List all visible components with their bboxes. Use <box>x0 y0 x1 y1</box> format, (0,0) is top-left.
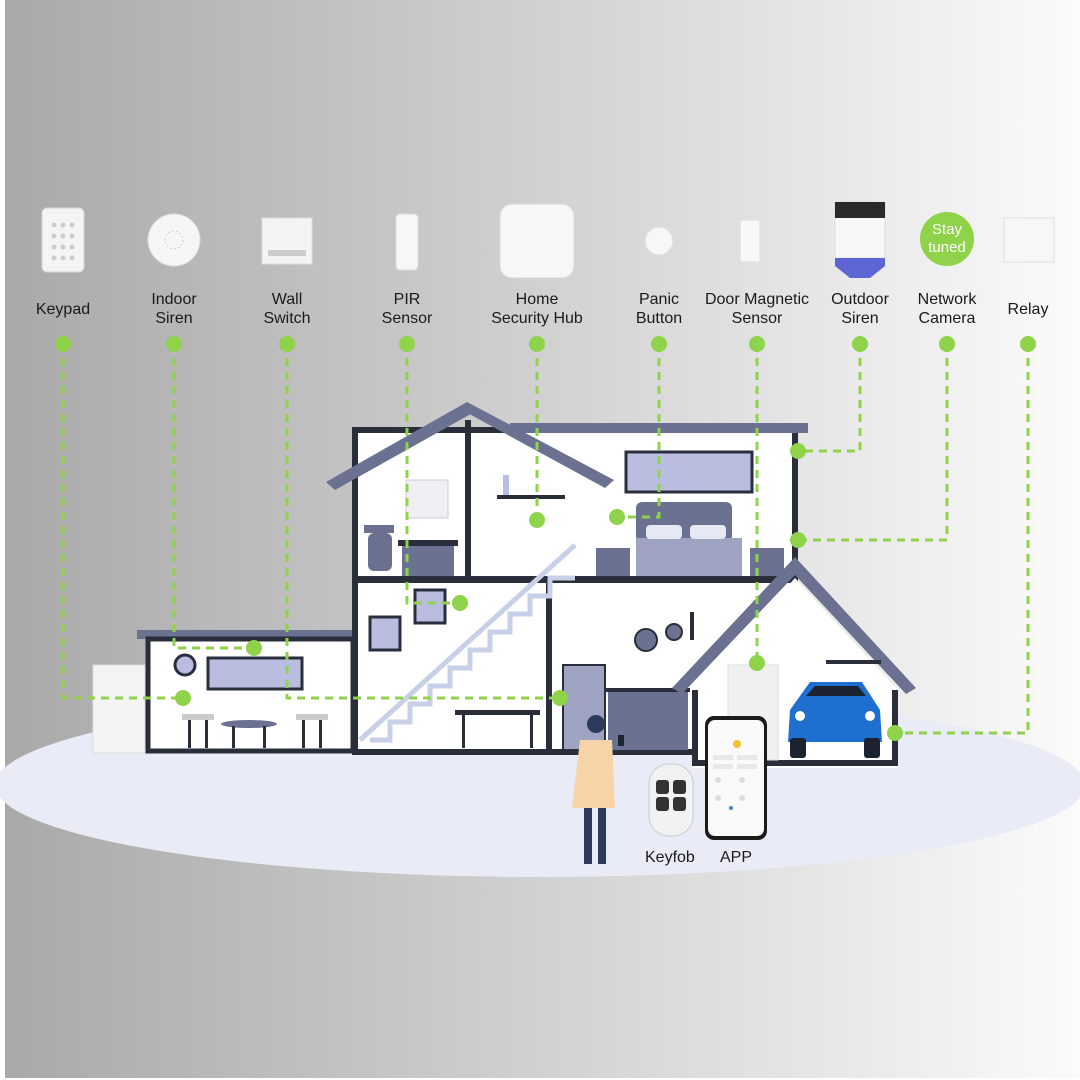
connector-lines <box>61 344 1030 735</box>
clock <box>173 653 197 677</box>
app-phone <box>705 716 767 840</box>
label-app: APP <box>720 849 753 866</box>
relay-image <box>1003 217 1055 263</box>
label-door-magnetic-sensor: Door Magnetic Sensor <box>704 291 810 327</box>
person <box>572 715 624 864</box>
device-images <box>41 201 1055 279</box>
panic-button-image <box>644 226 674 256</box>
label-relay: Relay <box>1007 301 1049 318</box>
car <box>788 682 882 758</box>
label-keypad: Keypad <box>35 301 91 318</box>
network-camera-badge: Stay tuned <box>920 212 974 266</box>
outdoor-siren-image <box>834 201 886 278</box>
keyfob-device <box>648 763 694 837</box>
label-keyfob: Keyfob <box>645 849 695 866</box>
indoor-siren-image <box>147 213 201 267</box>
keypad-image <box>41 207 85 273</box>
hub-image <box>499 203 575 279</box>
label-panic-button: Panic Button <box>635 291 683 327</box>
side-door <box>92 664 146 754</box>
label-indoor-siren: Indoor Siren <box>151 291 197 327</box>
label-home-security-hub: Home Security Hub <box>491 291 583 327</box>
label-pir-sensor: PIR Sensor <box>381 291 433 327</box>
door-sensor-image <box>739 219 761 263</box>
label-wall-switch: Wall Switch <box>263 291 311 327</box>
pir-sensor-image <box>395 213 419 271</box>
wall-switch-image <box>261 217 313 265</box>
label-outdoor-siren: Outdoor Siren <box>831 291 889 327</box>
connector-dots <box>55 336 1036 741</box>
label-network-camera: Network Camera <box>917 291 977 327</box>
bedroom-window <box>624 450 754 494</box>
